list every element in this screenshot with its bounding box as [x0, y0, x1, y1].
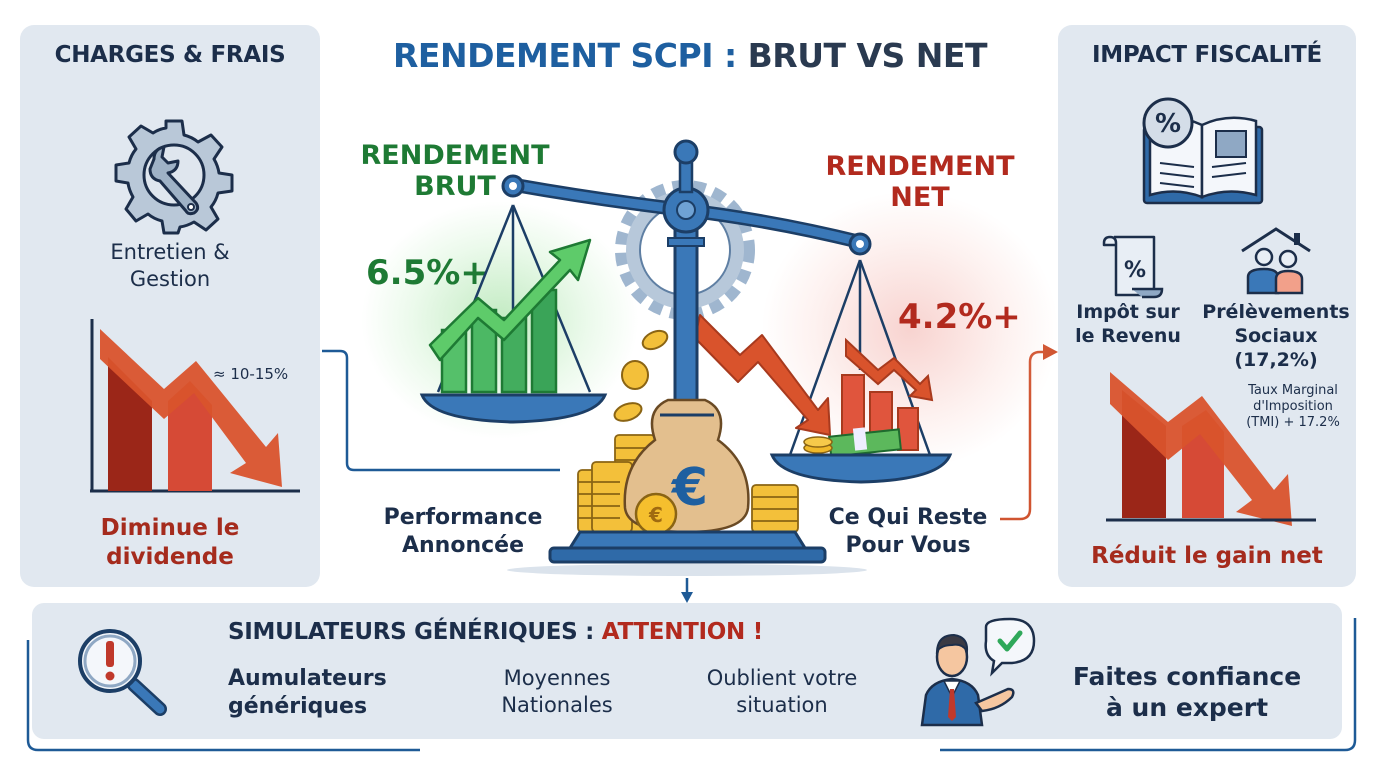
family-home-icon	[1241, 227, 1311, 295]
svg-text:%: %	[1155, 109, 1181, 139]
performance-annoncee-caption: Performance Annoncée	[383, 505, 543, 558]
rendement-brut-label: RENDEMENT BRUT	[360, 140, 550, 202]
oublient-label: Oublient votre situation	[706, 666, 858, 717]
connector-right	[1000, 350, 1046, 521]
simulateurs-heading: SIMULATEURS GÉNÉRIQUES : ATTENTION !	[228, 619, 763, 645]
connector-left	[322, 349, 560, 472]
panel-title: CHARGES & FRAIS	[54, 42, 286, 68]
ce-qui-reste-caption: Ce Qui Reste Pour Vous	[828, 505, 988, 558]
magnifier-warning-icon	[78, 629, 167, 716]
svg-text:€: €	[648, 503, 663, 527]
reduit-gain-caption: Réduit le gain net	[1091, 543, 1323, 569]
expert-advisor-icon	[920, 617, 1036, 727]
simulateurs-panel: SIMULATEURS GÉNÉRIQUES : ATTENTION ! Aum…	[32, 603, 1342, 739]
gear-wrench-icon	[114, 119, 234, 235]
entretien-gestion-label: Entretien & Gestion	[110, 240, 230, 291]
page-title: RENDEMENT SCPI : BRUT VS NET	[393, 36, 987, 75]
rendement-net-label: RENDEMENT NET	[825, 151, 1015, 213]
impot-revenu-label: Impôt sur le Revenu	[1075, 301, 1181, 347]
banknotes-icon	[803, 427, 902, 458]
tax-book-icon: %	[1142, 97, 1264, 205]
expert-cta: Faites confiance à un expert	[1072, 662, 1302, 722]
declining-chart-icon	[90, 319, 300, 493]
tax-scroll-icon: %	[1102, 235, 1164, 299]
svg-text:€: €	[671, 458, 708, 518]
arrow-down-icon	[681, 592, 693, 603]
charges-frais-panel: CHARGES & FRAIS Entretien & Gestion ≈ 10…	[20, 25, 320, 587]
prelevements-sociaux-label: Prélèvements Sociaux (17,2%)	[1202, 301, 1350, 371]
aumulateurs-label: Aumulateurs génériques	[228, 666, 387, 719]
fee-range-note: ≈ 10-15%	[213, 365, 289, 383]
svg-text:%: %	[1124, 258, 1146, 283]
diminue-dividende-caption: Diminue le dividende	[100, 515, 240, 570]
arrow-right-icon	[1043, 344, 1058, 360]
panel-title: IMPACT FISCALITÉ	[1092, 42, 1322, 68]
tmi-note: Taux Marginal d'Imposition (TMI) + 17.2%	[1246, 383, 1340, 430]
impact-fiscalite-panel: IMPACT FISCALITÉ % % Impôt sur le Revenu…	[1058, 25, 1356, 587]
balance-scale-icon: € €	[419, 139, 953, 576]
tax-declining-chart-icon	[1106, 372, 1316, 526]
net-value: 4.2%+	[898, 297, 1021, 337]
brut-value: 6.5%+	[366, 253, 489, 293]
growth-chart-icon	[428, 238, 592, 394]
moyennes-label: Moyennes Nationales	[501, 666, 613, 717]
